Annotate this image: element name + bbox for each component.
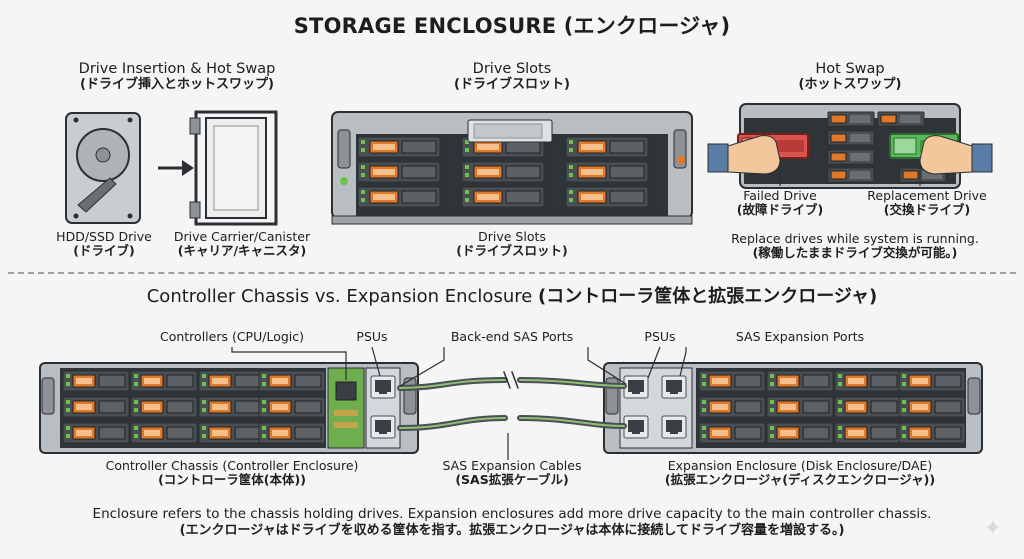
section-title-insertion: Drive Insertion & Hot Swap(ドライブ挿入とホットスワッ… [78, 61, 276, 92]
expansion-enclosure-label: Expansion Enclosure (Disk Enclosure/DAE)… [664, 458, 936, 488]
controller-board-icon [327, 367, 365, 449]
arrow-right-icon [158, 160, 194, 176]
section-title-slots: Drive Slots(ドライブスロット) [454, 61, 570, 92]
drive-slots-chassis [331, 111, 693, 225]
controller-chassis-label: Controller Chassis (Controller Enclosure… [105, 458, 359, 488]
callout-lines [231, 346, 687, 460]
expansion-enclosure [603, 362, 983, 454]
footer-note: Enclosure refers to the chassis holding … [92, 506, 932, 538]
hdd-label: HDD/SSD Drive(ドライブ) [56, 229, 152, 259]
controller-chassis [39, 362, 419, 454]
hand-left-icon [707, 135, 781, 175]
callout-controllers: Controllers (CPU/Logic) [159, 329, 305, 344]
replacement-drive-label: Replacement Drive(交換ドライブ) [867, 188, 987, 218]
carrier-label: Drive Carrier/Canister(キャリア/キャニスタ) [173, 229, 311, 259]
page-title: STORAGE ENCLOSURE (エンクロージャ) [293, 14, 731, 38]
callout-sas-expansion: SAS Expansion Ports [735, 329, 865, 344]
sas-cables [397, 371, 627, 431]
callout-psus-right: PSUs [644, 329, 676, 344]
failed-drive-label: Failed Drive(故障ドライブ) [736, 188, 824, 218]
sas-cables-label: SAS Expansion Cables(SAS拡張ケーブル) [442, 458, 582, 488]
replace-note: Replace drives while system is running.(… [731, 231, 979, 261]
hot-swap-illustration [707, 103, 993, 189]
section-title-hotswap: Hot Swap(ホットスワップ) [798, 61, 902, 92]
slots-label: Drive Slots(ドライブスロット) [456, 229, 568, 259]
hdd-drive-icon [65, 112, 141, 224]
callout-backend-sas: Back-end SAS Ports [450, 329, 574, 344]
callout-psus-left: PSUs [356, 329, 388, 344]
section2-title: Controller Chassis vs. Expansion Enclosu… [146, 286, 878, 307]
section-divider [8, 272, 1016, 274]
hand-right-icon [919, 135, 993, 175]
drive-carrier-icon [189, 110, 278, 226]
sparkle-icon: ✦ [983, 516, 1002, 541]
